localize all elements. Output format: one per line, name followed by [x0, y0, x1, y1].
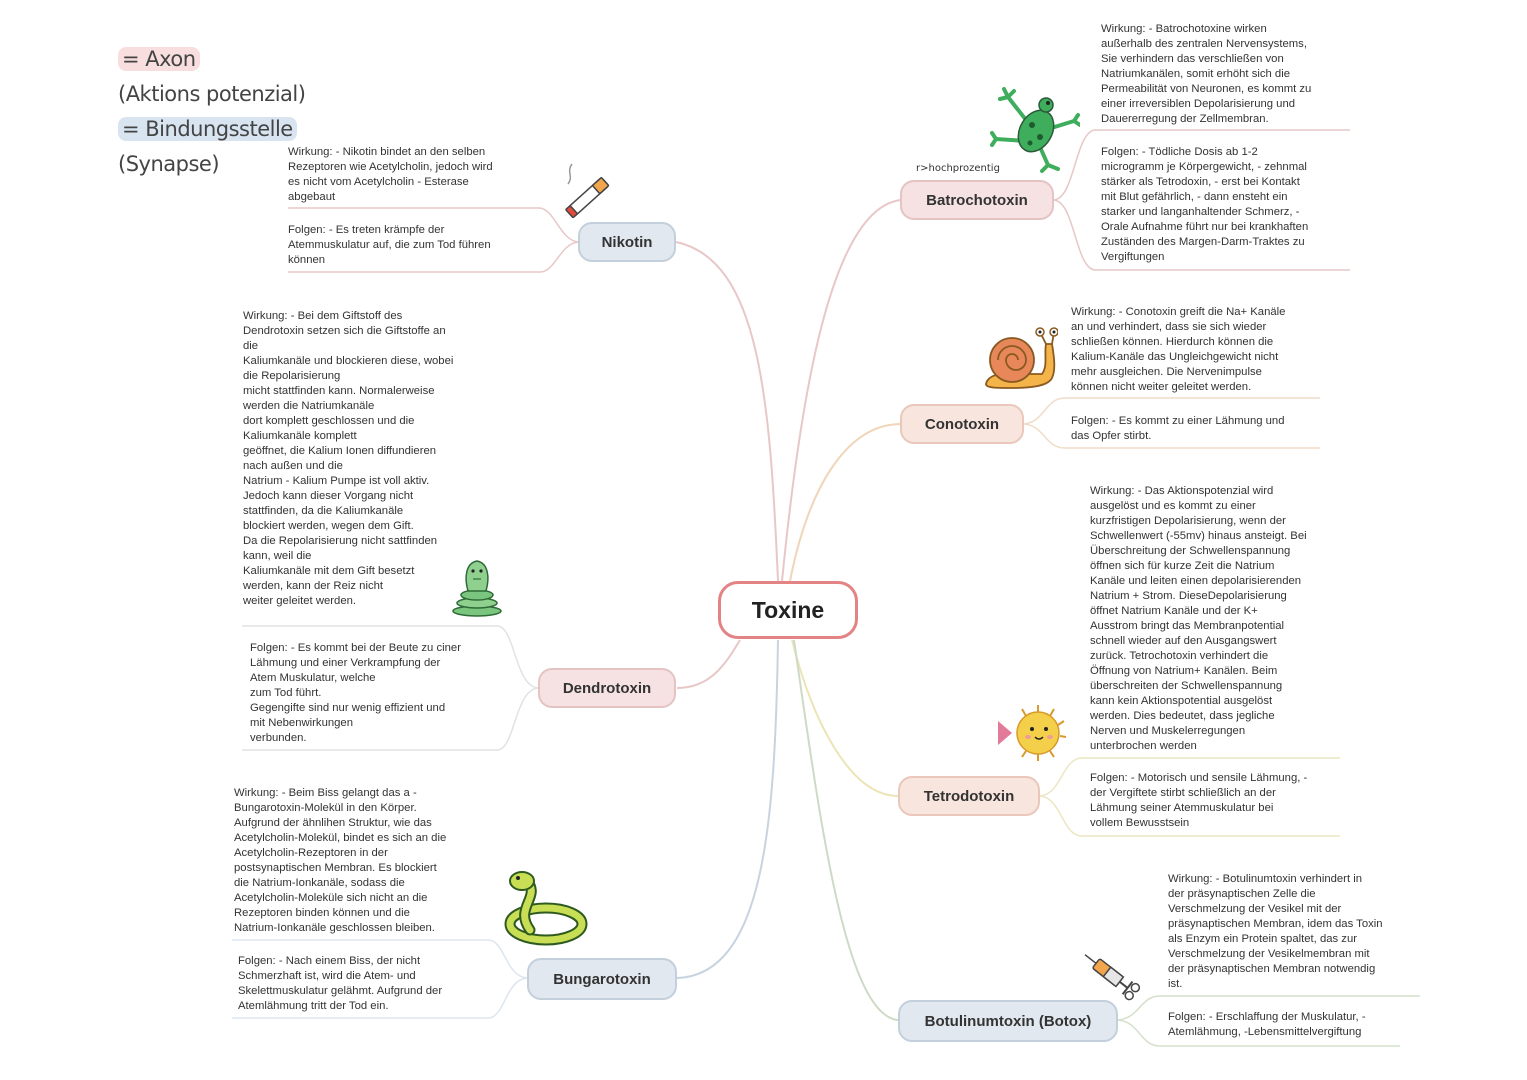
conotoxin-folgen: Folgen: - Es kommt zu einer Lähmung und …	[1071, 415, 1285, 442]
legend-axon: = Axon	[118, 47, 200, 71]
link-bungarotoxin	[676, 639, 779, 979]
topic-conotoxin[interactable]: Conotoxin	[900, 404, 1024, 444]
botulinumtoxin-folgen: Folgen: - Erschlaffung der Muskulatur, -…	[1168, 1011, 1366, 1038]
batrachotoxin-tag: r>hochprozentig	[916, 163, 1000, 174]
legend-binding-sub: (Synapse)	[118, 152, 220, 176]
legend-axon-sub: (Aktions potenzial)	[118, 82, 306, 106]
link-conotoxin	[789, 423, 901, 582]
dendrotoxin-folgen: Folgen: - Es kommt bei der Beute zu cine…	[250, 642, 461, 744]
topic-batrachotoxin[interactable]: Batrochotoxin	[900, 180, 1054, 220]
link-tetrodotoxin	[791, 639, 899, 797]
cobra-icon	[452, 560, 502, 617]
botulinumtoxin-wirkung: Wirkung: - Botulinumtoxin verhindert in …	[1168, 873, 1383, 990]
pufferfish-icon	[998, 705, 1067, 761]
topic-tetrodotoxin[interactable]: Tetrodotoxin	[898, 776, 1040, 816]
legend: = Axon (Aktions potenzial) = Bindungsste…	[118, 42, 306, 182]
topic-bungarotoxin[interactable]: Bungarotoxin	[527, 958, 677, 1000]
topic-botulinumtoxin[interactable]: Botulinumtoxin (Botox)	[898, 1000, 1118, 1042]
batrachotoxin-folgen: Folgen: - Tödliche Dosis ab 1-2 microgra…	[1101, 146, 1309, 263]
frog-icon	[990, 87, 1080, 173]
link-batrachotoxin	[781, 199, 901, 582]
bungarotoxin-wirkung: Wirkung: - Beim Biss gelangt das a - Bun…	[234, 787, 447, 934]
bungarotoxin-folgen: Folgen: - Nach einem Biss, der nicht Sch…	[238, 955, 443, 1012]
tetrodotoxin-folgen: Folgen: - Motorisch und sensile Lähmung,…	[1090, 772, 1308, 829]
link-dendrotoxin	[676, 639, 741, 689]
snail-icon	[985, 327, 1058, 389]
topic-nikotin[interactable]: Nikotin	[578, 222, 676, 262]
cigarette-icon	[565, 163, 610, 218]
batrachotoxin-wirkung: Wirkung: - Batrochotoxine wirken außerha…	[1101, 23, 1312, 125]
link-nikotin	[675, 241, 779, 582]
conotoxin-wirkung: Wirkung: - Conotoxin greift die Na+ Kanä…	[1071, 306, 1286, 393]
central-topic-toxine[interactable]: Toxine	[718, 581, 858, 639]
legend-binding: = Bindungsstelle	[118, 117, 297, 141]
dendrotoxin-wirkung: Wirkung: - Bei dem Giftstoff des Dendrot…	[243, 310, 454, 607]
link-botulinumtoxin	[793, 639, 899, 1021]
tetrodotoxin-wirkung: Wirkung: - Das Aktionspotenzial wird aus…	[1090, 485, 1307, 752]
nikotin-wirkung: Wirkung: - Nikotin bindet an den selben …	[288, 146, 493, 203]
snake-icon	[504, 871, 588, 946]
topic-dendrotoxin[interactable]: Dendrotoxin	[538, 668, 676, 708]
syringe-icon	[1084, 954, 1141, 1001]
nikotin-folgen: Folgen: - Es treten krämpfe der Atemmusk…	[288, 224, 491, 266]
